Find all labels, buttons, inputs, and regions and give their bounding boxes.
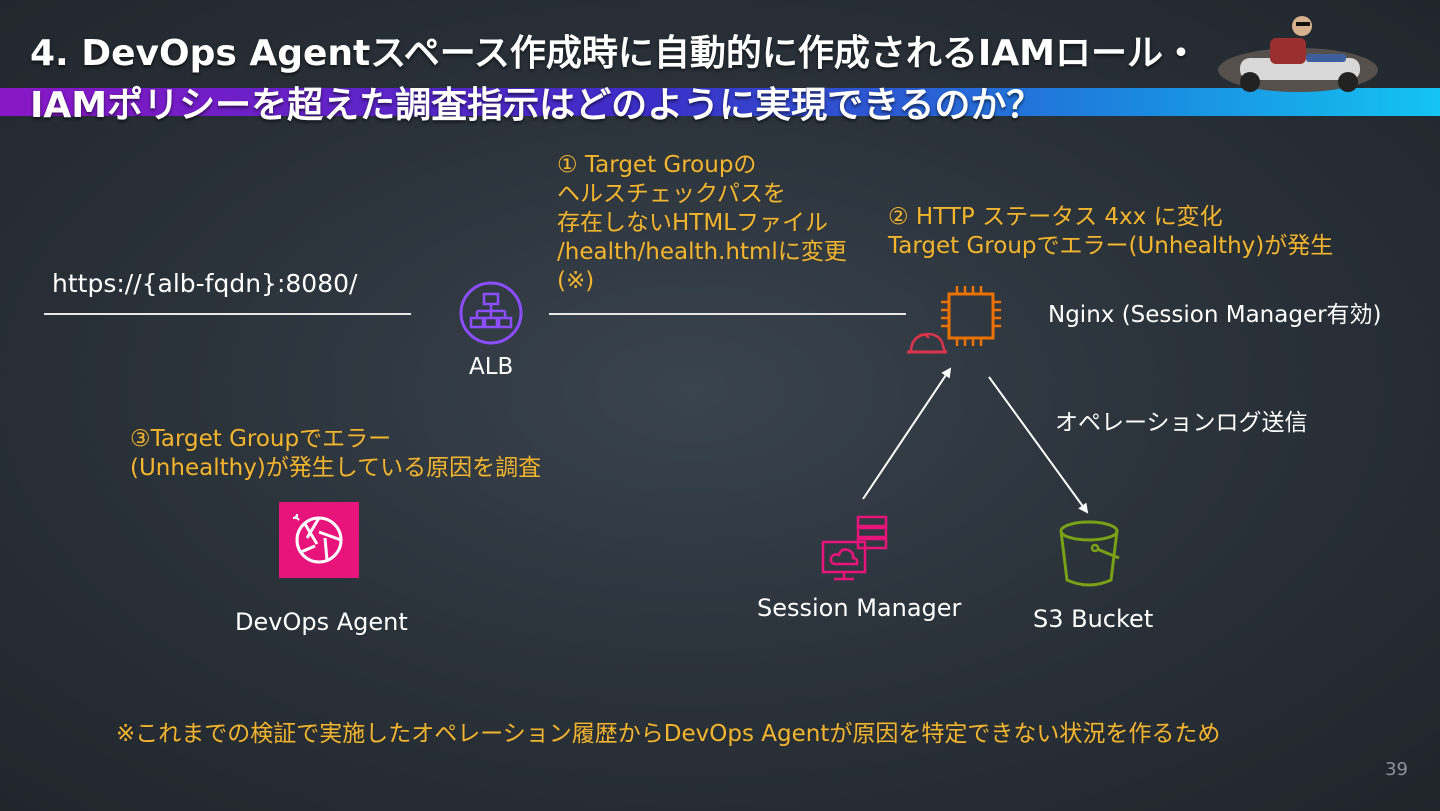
s3-bucket-label: S3 Bucket: [1033, 605, 1154, 633]
presenter-photo: [1218, 16, 1378, 92]
step1-line-1: ① Target Groupの: [557, 152, 757, 178]
title-gradient-band: [0, 88, 1440, 116]
step1-line-5: (※): [557, 268, 595, 294]
url-label: https://{alb-fqdn}:8080/: [52, 269, 358, 298]
alb-label: ALB: [469, 354, 514, 380]
step2-line-1: ② HTTP ステータス 4xx に変化: [888, 204, 1223, 230]
s3-bucket-icon: [1059, 520, 1120, 587]
step1-line-4: /health/health.htmlに変更: [557, 239, 847, 265]
step3-line-1: ③Target Groupでエラー: [130, 426, 392, 452]
devops-agent-icon: [279, 502, 359, 578]
connector-client-alb: [44, 313, 411, 315]
step1-line-2: ヘルスチェックパスを: [557, 181, 786, 207]
step3-line-2: (Unhealthy)が発生している原因を調査: [130, 455, 542, 481]
slide-title-line-2: IAMポリシーを超えた調査指示はどのように実現できるのか？: [30, 85, 1043, 126]
page-number: 39: [1385, 759, 1408, 780]
load-balancer-icon: [459, 281, 523, 345]
nginx-label: Nginx (Session Manager有効): [1048, 302, 1382, 328]
arrow-nginx-to-s3: [988, 376, 1089, 514]
devops-agent-label: DevOps Agent: [235, 608, 408, 636]
connector-alb-nginx: [549, 313, 906, 315]
slide-title-line-1: 4. DevOps Agentスペース作成時に自動的に作成されるIAMロール・: [30, 33, 1200, 74]
arrow-session-to-nginx: [862, 367, 952, 500]
slide-title: 4. DevOps Agentスペース作成時に自動的に作成されるIAMロール・ …: [30, 28, 1199, 132]
session-manager-label: Session Manager: [757, 594, 962, 622]
footnote: ※これまでの検証で実施したオペレーション履歴からDevOps Agentが原因を…: [116, 721, 1221, 747]
ec2-instance-icon: [907, 286, 1001, 354]
step2-line-2: Target Groupでエラー(Unhealthy)が発生: [888, 233, 1334, 259]
session-manager-icon: [821, 515, 888, 581]
step1-line-3: 存在しないHTMLファイル: [557, 210, 829, 236]
oplog-label: オペレーションログ送信: [1055, 410, 1308, 436]
